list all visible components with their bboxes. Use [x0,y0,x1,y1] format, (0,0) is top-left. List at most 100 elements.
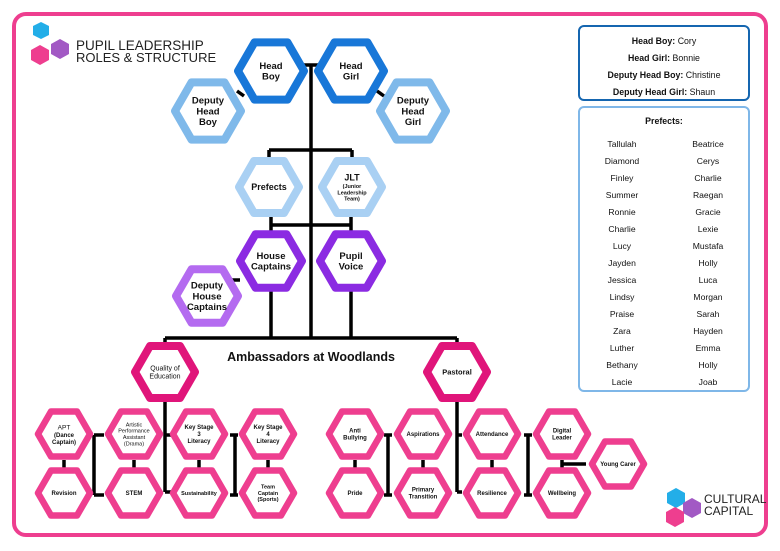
node-prefects: Prefects [235,157,303,217]
hexagon-shape [325,467,385,519]
node-sustainability: Sustainability [169,467,229,519]
hexagon-shape [104,467,164,519]
hexagon-shape [316,230,386,292]
logo-line1: CULTURAL [704,492,767,506]
node-stem: STEM [104,467,164,519]
prefect-name: Ronnie [608,207,636,217]
node-young-carer: Young Carer [588,438,648,490]
prefect-name: Jessica [607,275,637,285]
prefect-name: Zara [613,326,631,336]
hexagon-shape [393,408,453,460]
node-label: Prefects [251,182,287,192]
prefect-name: Gracie [695,207,721,217]
hexagon-shape [172,265,242,327]
hexagon-shape [34,408,94,460]
header-logo: PUPIL LEADERSHIP ROLES & STRUCTURE [31,22,216,65]
hexagon-shape [234,38,308,104]
prefect-name: Hayden [693,326,723,336]
node-label: JLT [344,173,360,183]
logo-line2: CAPITAL [704,504,753,518]
hexagon-shape [131,342,199,402]
node-label: Sustainability [181,491,218,497]
node-wellbeing: Wellbeing [532,467,592,519]
prefect-name: Diamond [604,156,640,166]
node-aspirations: Aspirations [393,408,453,460]
node-label: Revision [51,491,76,497]
head-girl-line: Head Girl: Bonnie [628,53,700,63]
prefect-name: Emma [695,343,721,353]
hexagon-shape [171,78,245,144]
prefect-name: Lucy [612,241,632,251]
hexagon-shape [169,408,229,460]
prefects-title: Prefects: [645,116,683,126]
prefect-name: Mustafa [692,241,724,251]
node-label: Wellbeing [548,491,577,497]
prefect-name: Summer [605,190,639,200]
hexagon-shape [314,38,388,104]
prefect-name: Tallulah [607,139,637,149]
prefect-name: Finley [610,173,634,183]
hexagon-shape [532,408,592,460]
hexagon-shape [393,467,453,519]
prefect-name: Holly [698,258,718,268]
node-attendance: Attendance [462,408,522,460]
prefect-name: Jayden [608,258,636,268]
prefect-name: Sarah [696,309,720,319]
hexagon-shape [588,438,648,490]
prefect-name: Charlie [694,173,722,183]
hexagon-shape [104,408,164,460]
cultural-capital-logo: CULTURAL CAPITAL [666,488,767,527]
prefect-name: Lexie [697,224,719,234]
hexagon-shape [318,157,386,217]
hexagon-shape [325,408,385,460]
hexagon-shape [462,408,522,460]
hexagon-shape [238,408,298,460]
node-label: Resilience [477,491,507,497]
node-label: Attendance [476,432,509,438]
node-pride: Pride [325,467,385,519]
ambassadors-label: Ambassadors at Woodlands [227,350,395,364]
hexagon-shape [236,230,306,292]
node-label: APT [58,424,71,431]
node-label: Young Carer [600,462,636,468]
prefect-name: Cerys [696,156,720,166]
hexagon-shape [423,342,491,402]
node-pastoral: Pastoral [423,342,491,402]
page-title-line2: ROLES & STRUCTURE [76,50,216,65]
hexagon-shape [462,467,522,519]
hexagon-shape [532,467,592,519]
prefect-name: Luca [698,275,718,285]
head-boy-line: Head Boy: Cory [631,36,697,46]
hexagon-shape [235,157,303,217]
node-label: Pastoral [442,368,472,377]
